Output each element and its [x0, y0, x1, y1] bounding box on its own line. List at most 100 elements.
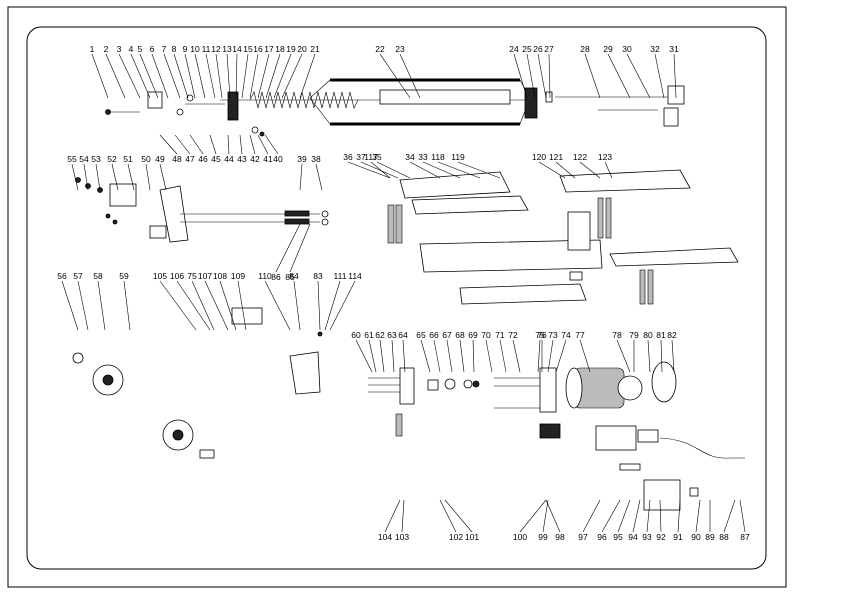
callout-38: 38	[311, 154, 321, 164]
leader-78	[616, 339, 631, 373]
leader-31	[673, 53, 677, 99]
leader-101	[444, 499, 473, 533]
callout-96: 96	[597, 532, 607, 542]
callout-43: 43	[237, 154, 247, 164]
callout-119: 119	[451, 152, 465, 162]
leader-61	[368, 339, 377, 373]
leader-9	[184, 53, 196, 99]
leader-29	[607, 53, 631, 99]
leader-99	[542, 499, 549, 533]
callout-4: 4	[129, 44, 134, 54]
leader-86	[275, 223, 301, 273]
callout-85: 85	[285, 272, 295, 282]
leader-110	[264, 280, 291, 331]
leader-70	[485, 339, 493, 373]
leader-21	[299, 53, 316, 99]
callout-93: 93	[642, 532, 652, 542]
leader-103	[401, 499, 405, 533]
leader-38	[315, 163, 323, 191]
callout-64: 64	[398, 330, 408, 340]
leader-121	[555, 161, 576, 179]
leader-57	[77, 280, 89, 331]
callout-17: 17	[264, 44, 274, 54]
callout-100: 100	[513, 532, 527, 542]
leader-22	[379, 53, 411, 99]
callout-90: 90	[691, 532, 701, 542]
callout-18: 18	[275, 44, 285, 54]
callout-97: 97	[578, 532, 588, 542]
leader-122	[579, 161, 601, 179]
wheel-right	[162, 419, 194, 451]
leader-8	[173, 53, 189, 99]
callout-114: 114	[348, 271, 362, 281]
callout-72: 72	[508, 330, 518, 340]
leader-71	[499, 339, 507, 373]
leader-75	[191, 280, 215, 331]
leader-26	[537, 53, 547, 99]
callout-34: 34	[405, 152, 415, 162]
callout-110: 110	[258, 271, 272, 281]
callout-89: 89	[705, 532, 715, 542]
leader-73	[547, 339, 554, 373]
callout-22: 22	[375, 44, 385, 54]
spring	[249, 91, 359, 109]
callout-118: 118	[431, 152, 445, 162]
mid-right-assembly	[387, 169, 739, 305]
leader-49	[159, 163, 167, 191]
leader-42	[249, 134, 256, 155]
callout-117: 117	[364, 152, 378, 162]
leader-97	[582, 499, 601, 533]
top-assembly	[105, 78, 685, 137]
callout-49: 49	[155, 154, 165, 164]
callout-81: 81	[656, 330, 666, 340]
leader-93	[646, 499, 651, 533]
leader-25	[526, 53, 536, 99]
callout-82: 82	[667, 330, 677, 340]
callout-68: 68	[455, 330, 465, 340]
callout-80: 80	[643, 330, 653, 340]
callout-42: 42	[250, 154, 260, 164]
callout-106: 106	[170, 271, 184, 281]
callout-69: 69	[468, 330, 478, 340]
leader-65	[420, 339, 431, 373]
callout-32: 32	[650, 44, 660, 54]
callout-21: 21	[310, 44, 320, 54]
leader-45	[209, 134, 217, 155]
callout-23: 23	[395, 44, 405, 54]
callout-71: 71	[495, 330, 505, 340]
callout-73: 73	[548, 330, 558, 340]
leader-80	[647, 339, 651, 373]
callout-57: 57	[73, 271, 83, 281]
callout-84: 84	[289, 271, 299, 281]
callout-7: 7	[162, 44, 167, 54]
leader-81	[660, 339, 663, 373]
leader-53	[95, 163, 101, 191]
inner-frame	[26, 26, 767, 570]
leader-55	[71, 163, 79, 191]
callout-36: 36	[343, 152, 353, 162]
leader-12	[215, 53, 223, 99]
leader-30	[626, 53, 651, 99]
callout-20: 20	[297, 44, 307, 54]
callout-12: 12	[211, 44, 221, 54]
callout-75: 75	[187, 271, 197, 281]
leader-117	[370, 161, 391, 179]
leader-114	[329, 280, 356, 331]
motor-assembly	[368, 361, 745, 511]
callout-14: 14	[232, 44, 242, 54]
leader-84	[293, 280, 301, 331]
leader-13	[226, 53, 231, 99]
callout-76: 76	[537, 330, 547, 340]
leader-2	[105, 53, 126, 99]
leader-120	[538, 161, 566, 179]
callout-87: 87	[740, 532, 750, 542]
leader-96	[601, 499, 621, 533]
callout-59: 59	[119, 271, 129, 281]
leader-74	[555, 339, 567, 373]
leader-32	[654, 53, 665, 99]
leader-16	[249, 53, 259, 99]
callout-25: 25	[522, 44, 532, 54]
callout-35: 35	[372, 152, 382, 162]
leader-63	[391, 339, 395, 373]
outer-frame	[7, 6, 787, 588]
